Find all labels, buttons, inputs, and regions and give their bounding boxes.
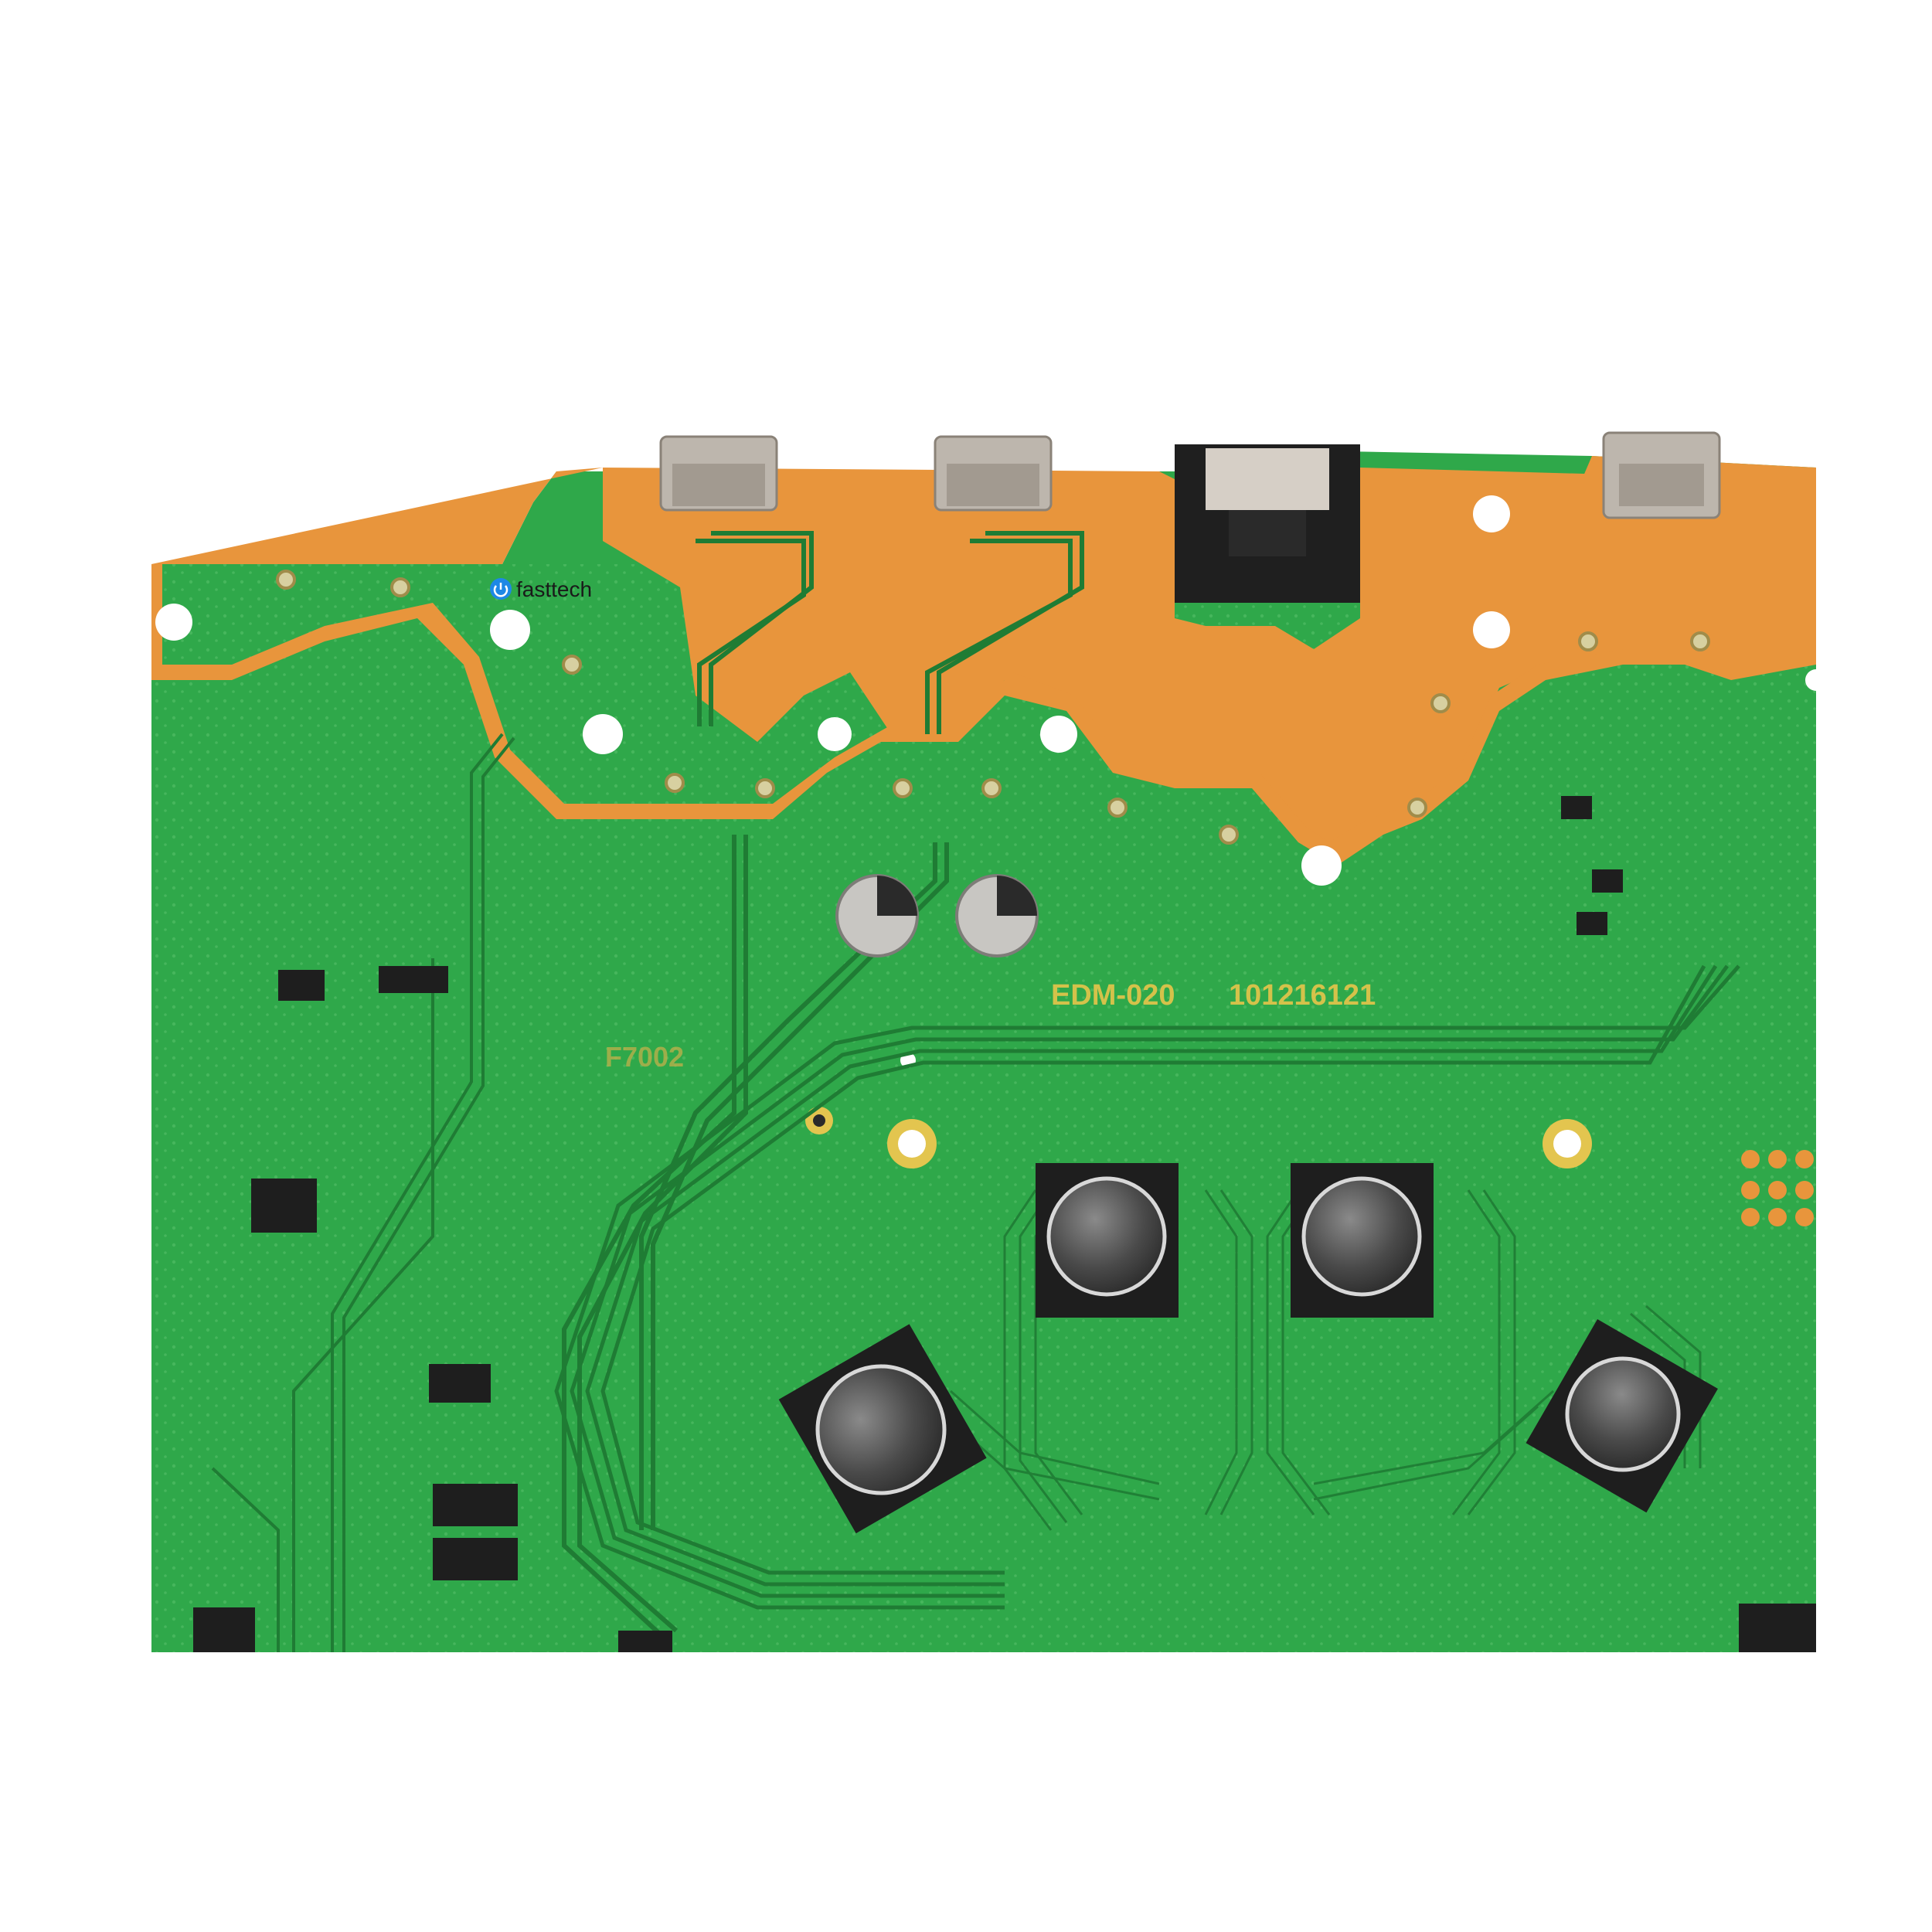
- hdmi-connector-1: [659, 435, 778, 512]
- left-traces: [211, 733, 515, 1652]
- small-components: [193, 796, 1816, 1652]
- memory-traces: [554, 964, 1740, 1610]
- silkscreen-ref: F7002: [605, 1041, 684, 1073]
- pad-array: [1741, 1150, 1814, 1226]
- vias: [276, 570, 1710, 845]
- memory-chip-top-left: [1036, 1163, 1179, 1318]
- silkscreen-model: EDM-020: [1051, 979, 1175, 1012]
- memory-chip-right: [1526, 1319, 1718, 1513]
- logo-text: fasttech: [516, 577, 592, 601]
- capacitor-1: [835, 874, 919, 957]
- usb-connector: [1602, 431, 1721, 519]
- hdmi-connector-2: [934, 435, 1053, 512]
- mounting-holes: [155, 495, 1827, 1168]
- memory-chip-left: [778, 1324, 987, 1534]
- fasttech-logo: fasttech: [490, 577, 592, 601]
- copper-band: [151, 456, 1816, 866]
- memory-chip-top-right: [1291, 1163, 1434, 1318]
- ethernet-port: [1175, 444, 1360, 603]
- silkscreen-serial: 101216121: [1229, 979, 1376, 1012]
- capacitor-2: [955, 874, 1039, 957]
